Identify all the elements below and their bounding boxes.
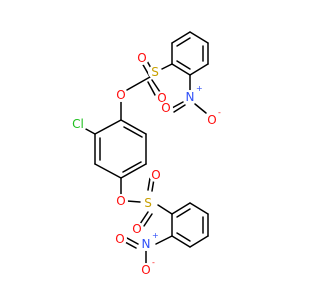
positive-charge-upper: + bbox=[196, 84, 203, 93]
bond bbox=[189, 202, 209, 215]
bond bbox=[189, 63, 209, 76]
double-bond-inner bbox=[176, 232, 191, 242]
bond bbox=[94, 119, 122, 135]
nitro-oxygen-upper-a: O bbox=[161, 101, 170, 115]
central-ring bbox=[94, 119, 147, 179]
double-bond-inner bbox=[176, 60, 191, 70]
bond bbox=[120, 163, 147, 179]
bond bbox=[159, 63, 173, 71]
sulfonyl-oxygen-lower-a: O bbox=[151, 168, 160, 182]
double-bond-inner bbox=[122, 161, 142, 173]
bond bbox=[171, 101, 184, 109]
bond bbox=[173, 104, 186, 113]
bond bbox=[171, 235, 191, 248]
nitro-nitrogen-upper: N bbox=[186, 90, 195, 104]
bond bbox=[171, 63, 191, 76]
bond bbox=[126, 237, 139, 245]
bond bbox=[157, 204, 173, 215]
bond bbox=[147, 177, 151, 191]
bond bbox=[147, 81, 156, 96]
nitro-oxygen-upper-b: O bbox=[207, 113, 216, 127]
negative-charge-upper: - bbox=[218, 108, 221, 117]
sulfur-atom-upper: S bbox=[151, 65, 159, 79]
bond bbox=[171, 202, 191, 215]
ether-oxygen-upper: O bbox=[116, 88, 125, 102]
bond bbox=[189, 235, 209, 248]
upper-aryl-ring bbox=[171, 31, 209, 76]
molecule-drawing: Cl O O S S O O O O N + O O - N + O O - bbox=[69, 31, 221, 277]
atom-labels: Cl O O S S O O O O N + O O - N + O O - bbox=[69, 51, 221, 277]
bond bbox=[189, 31, 209, 44]
bond bbox=[120, 119, 147, 135]
positive-charge-lower: + bbox=[152, 231, 159, 240]
double-bond-inner bbox=[123, 126, 143, 138]
ether-oxygen-lower: O bbox=[116, 194, 125, 208]
sulfur-atom-lower: S bbox=[144, 196, 152, 210]
bond bbox=[151, 79, 161, 93]
bond bbox=[94, 163, 122, 179]
nitro-nitrogen-lower: N bbox=[142, 237, 151, 251]
bond bbox=[126, 76, 151, 91]
bond bbox=[124, 241, 137, 249]
bond bbox=[83, 127, 96, 135]
double-bond-inner bbox=[176, 208, 191, 218]
lower-aryl-ring bbox=[171, 202, 209, 248]
nitro-oxygen-lower-b: O bbox=[141, 263, 150, 277]
double-bond-inner bbox=[176, 37, 191, 47]
bond bbox=[139, 211, 149, 225]
sulfonyl-oxygen-lower-b: O bbox=[132, 222, 141, 236]
bond bbox=[143, 213, 153, 227]
sulfonyl-oxygen-upper-b: O bbox=[157, 91, 166, 105]
bond bbox=[171, 31, 191, 44]
bond bbox=[194, 103, 207, 114]
structure-canvas: Cl O O S S O O O O N + O O - N + O O - bbox=[69, 31, 221, 277]
sulfonyl-oxygen-upper-a: O bbox=[137, 51, 146, 65]
chlorine-atom: Cl bbox=[72, 117, 84, 131]
bond bbox=[126, 200, 141, 203]
nitro-oxygen-lower-a: O bbox=[115, 232, 124, 246]
negative-charge-lower: - bbox=[152, 258, 155, 267]
bond bbox=[155, 235, 173, 245]
